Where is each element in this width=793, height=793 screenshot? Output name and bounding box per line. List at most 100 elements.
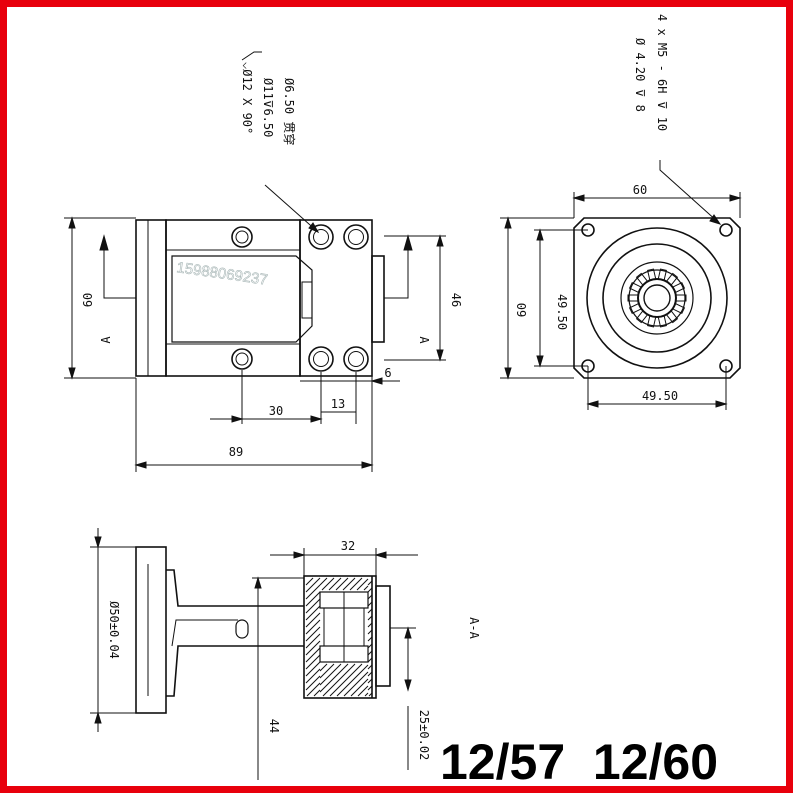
- hatch-line: [363, 585, 369, 591]
- bearing-roller: [665, 272, 679, 286]
- bearing-roller: [672, 282, 686, 294]
- hatch-line: [319, 663, 349, 693]
- hatch-line: [322, 663, 356, 697]
- hatch-line: [329, 663, 363, 697]
- hatch-line: [328, 577, 342, 591]
- hatch-line: [343, 671, 369, 697]
- hatch-line: [336, 664, 369, 697]
- bearing-roller: [635, 310, 649, 324]
- hatch-line: [364, 692, 369, 697]
- hatch-line: [350, 678, 369, 697]
- hatch-line: [349, 577, 363, 591]
- hatch-line: [367, 622, 373, 628]
- hatch-line: [305, 633, 321, 649]
- hatch-line: [305, 626, 321, 642]
- front-view-dimensions: [64, 51, 446, 472]
- hatch-line: [306, 682, 321, 697]
- hatch-line: [367, 580, 373, 586]
- hatch-line: [305, 675, 321, 691]
- hole-note-line-3: ⌵Ø12 X 90°: [240, 62, 254, 134]
- hole-note-line-1: Ø6.50 贯穿: [282, 78, 297, 145]
- dim-bolt-height: 49.50: [555, 294, 569, 330]
- hatch-line: [367, 587, 373, 593]
- thread-note-line-1: 4 x M5 - 6H ⊽ 10: [655, 14, 669, 131]
- hatch-line: [319, 663, 335, 679]
- bearing-roller: [635, 272, 649, 286]
- dim-front-inner-height: 46: [449, 293, 463, 307]
- hatch-line: [367, 601, 373, 607]
- hatch-line: [319, 663, 328, 672]
- dim-section-length: 32: [341, 539, 355, 553]
- hatch-line: [305, 577, 314, 586]
- bearing-roller: [647, 315, 657, 328]
- hatch-line: [367, 636, 373, 642]
- model-label: 12/57 12/60: [440, 734, 718, 790]
- bearing-roller: [665, 310, 679, 324]
- hatch-line: [367, 615, 373, 621]
- hatch-line: [305, 661, 321, 677]
- thread-note: 4 x M5 - 6H ⊽ 10 Ø 4.20 ⊽ 8: [633, 14, 669, 131]
- dim-end-width: 60: [633, 183, 647, 197]
- bearing-roller: [672, 302, 686, 314]
- section-view-dimensions: [90, 528, 418, 780]
- section-label-right: A: [417, 336, 431, 344]
- dim-hole-spacing: 30: [269, 404, 283, 418]
- section-hatching: [305, 577, 373, 697]
- dim-end-height: 60: [515, 303, 529, 317]
- bearing-roller: [675, 294, 687, 302]
- dim-thickness: 6: [384, 366, 391, 380]
- hatch-line: [319, 663, 342, 686]
- dim-section-bore: 25±0.02: [417, 710, 431, 761]
- hatch-line: [319, 577, 328, 586]
- hatch-line: [367, 629, 373, 635]
- hatch-line: [305, 591, 321, 607]
- hatch-line: [305, 577, 321, 593]
- bearing-rollers: [627, 268, 687, 328]
- watermark: 15988069237: [175, 259, 268, 289]
- hatch-line: [367, 643, 373, 649]
- bearing-roller: [628, 282, 642, 294]
- end-view-dimensions: [500, 160, 742, 410]
- hatch-line: [305, 654, 321, 670]
- hatch-line: [305, 598, 321, 614]
- section-title: A-A: [467, 617, 481, 639]
- hatch-line: [305, 619, 321, 635]
- section-label-left: A: [99, 336, 113, 344]
- bearing-roller: [657, 268, 667, 281]
- dim-front-height: 60: [81, 293, 95, 307]
- dim-section-diameter: Ø50±0.04: [107, 601, 121, 659]
- hatch-line: [305, 612, 321, 628]
- hatch-line: [305, 584, 321, 600]
- hatch-line: [321, 577, 335, 591]
- thread-note-line-2: Ø 4.20 ⊽ 8: [633, 38, 647, 112]
- hatch-line: [335, 577, 349, 591]
- hatch-line: [367, 650, 373, 656]
- hatch-line: [356, 578, 369, 591]
- dim-section-shaft: 44: [267, 719, 281, 733]
- front-view: [135, 219, 385, 377]
- dim-offset: 13: [331, 397, 345, 411]
- hatch-line: [305, 668, 321, 684]
- bearing-roller: [628, 302, 642, 314]
- hatch-line: [367, 657, 373, 663]
- section-view: [135, 546, 391, 714]
- dim-front-width: 89: [229, 445, 243, 459]
- bearing-roller: [647, 268, 657, 281]
- hole-note-line-2: Ø11⊽6.50: [261, 78, 275, 137]
- bearing-roller: [627, 294, 639, 302]
- hatch-line: [367, 671, 373, 677]
- hatch-line: [305, 647, 321, 663]
- hatch-line: [368, 692, 373, 697]
- hatch-line: [367, 685, 373, 691]
- hatch-line: [342, 577, 356, 591]
- hatch-line: [357, 685, 369, 697]
- bearing-roller: [657, 315, 667, 328]
- hatch-line: [305, 605, 321, 621]
- hatch-line: [367, 678, 373, 684]
- end-view: [573, 217, 741, 379]
- hatch-line: [367, 664, 373, 670]
- hatch-line: [313, 689, 321, 697]
- hatch-line: [367, 594, 373, 600]
